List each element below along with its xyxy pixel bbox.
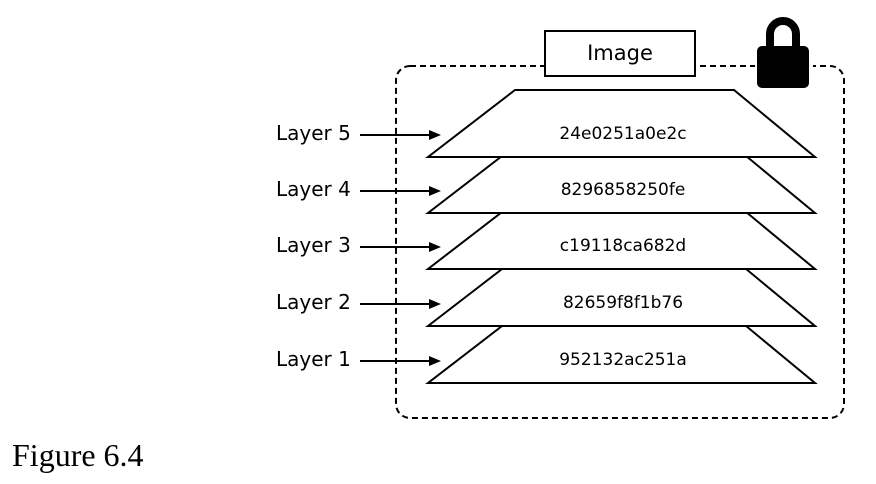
arrowhead-icon bbox=[429, 356, 441, 366]
layer-name-label: Layer 1 bbox=[276, 347, 351, 371]
layer-stack bbox=[425, 89, 818, 384]
layer-name-label: Layer 3 bbox=[276, 233, 351, 257]
image-title: Image bbox=[587, 41, 653, 65]
arrowhead-icon bbox=[429, 299, 441, 309]
arrowhead-icon bbox=[429, 242, 441, 252]
lock-icon bbox=[755, 12, 813, 90]
arrowhead-icon bbox=[429, 130, 441, 140]
layer-name-label: Layer 5 bbox=[276, 121, 351, 145]
image-title-box bbox=[544, 30, 696, 77]
arrowhead-icon bbox=[429, 186, 441, 196]
layer-hash-label: 82659f8f1b76 bbox=[562, 293, 684, 313]
figure-caption: Figure 6.4 bbox=[12, 437, 144, 473]
layer-hash-label: c19118ca682d bbox=[559, 236, 687, 256]
layer-name-label: Layer 2 bbox=[276, 290, 351, 314]
layer-hash-label: 952132ac251a bbox=[559, 350, 687, 370]
layer-hash-label: 8296858250fe bbox=[560, 180, 686, 200]
layer-hash-label: 24e0251a0e2c bbox=[559, 124, 687, 144]
layer-5-slab bbox=[425, 89, 818, 158]
layer-name-label: Layer 4 bbox=[276, 177, 351, 201]
layer-arrows bbox=[360, 130, 441, 366]
